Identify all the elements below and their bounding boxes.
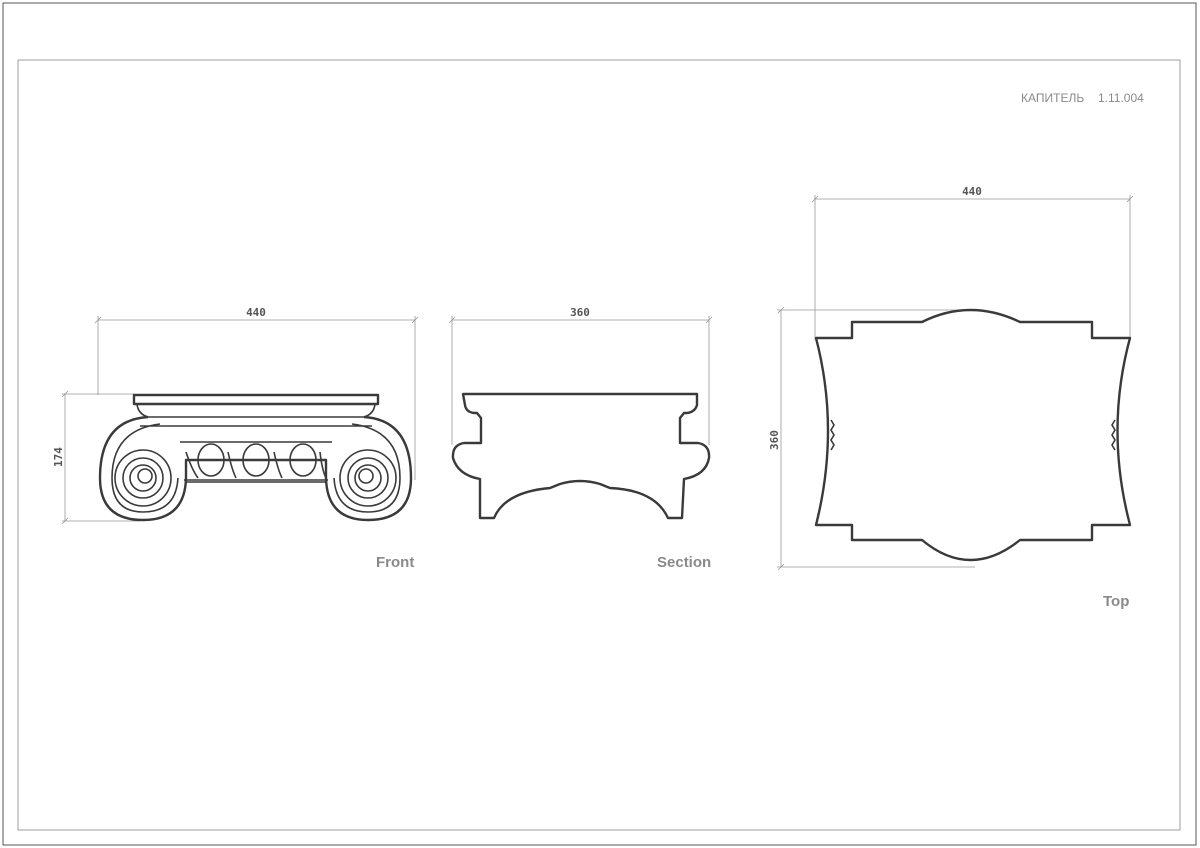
section-width-text: 360 — [570, 306, 590, 319]
top-height-text: 360 — [768, 430, 781, 450]
top-width-dimension — [811, 195, 1134, 340]
top-view: 440 360 Top — [768, 185, 1134, 610]
front-width-dimension — [94, 316, 419, 480]
section-label: Section — [657, 554, 711, 571]
title-code: 1.11.004 — [1098, 91, 1144, 105]
front-view: 440 174 Front — [52, 306, 419, 571]
section-width-dimension — [448, 316, 713, 445]
top-label: Top — [1103, 593, 1129, 610]
inner-frame — [17, 59, 1181, 831]
section-view: 360 Section — [448, 306, 713, 571]
top-height-dimension — [777, 306, 975, 571]
title-name: КАПИТЕЛЬ — [1021, 91, 1084, 105]
front-height-text: 174 — [52, 447, 65, 467]
front-label: Front — [376, 554, 414, 571]
top-width-text: 440 — [962, 185, 982, 198]
front-height-dimension — [61, 390, 140, 525]
front-width-text: 440 — [246, 306, 266, 319]
